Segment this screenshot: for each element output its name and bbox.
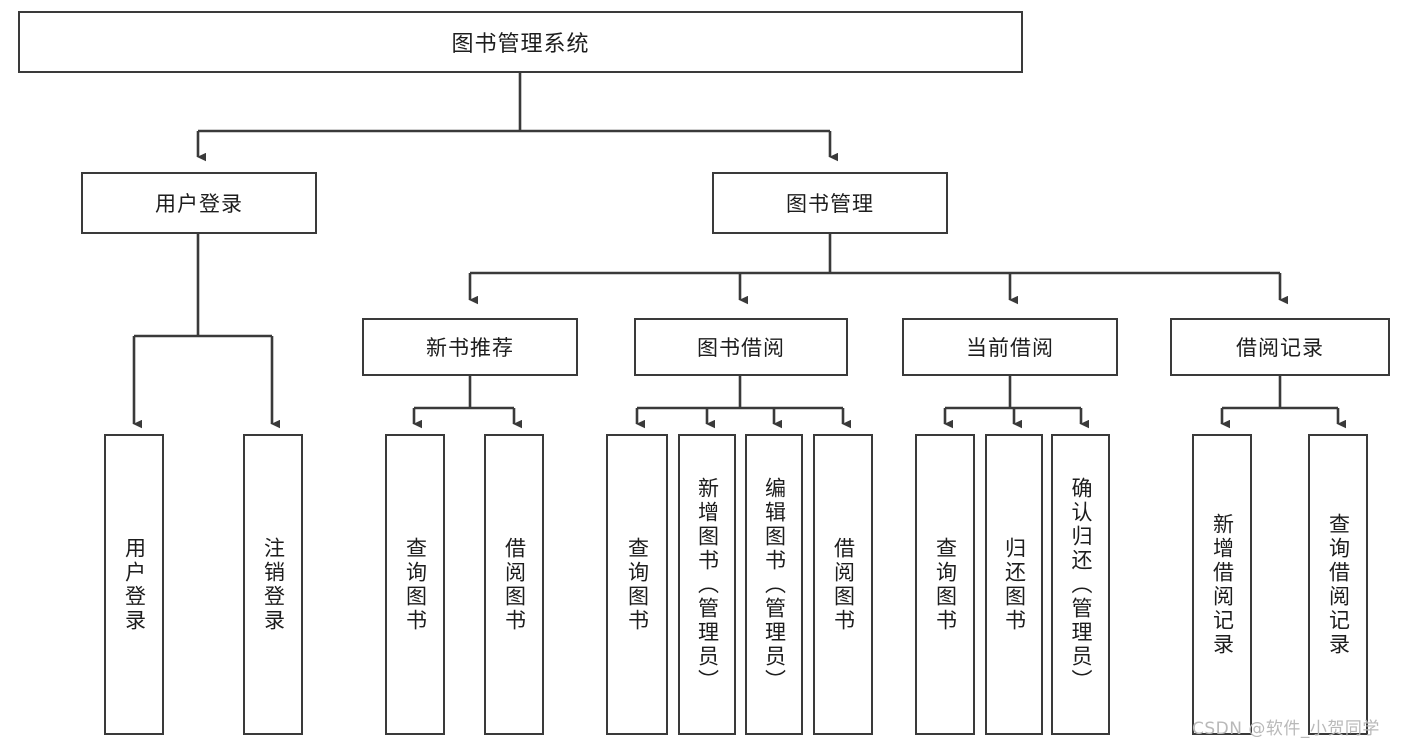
- node-book-borrow[interactable]: 图书借阅: [634, 318, 848, 376]
- node-leaf-add-book-admin[interactable]: 新增图书（管理员）: [678, 434, 736, 735]
- node-user-login[interactable]: 用户登录: [81, 172, 317, 234]
- node-leaf-query-borrow-record[interactable]: 查询借阅记录: [1308, 434, 1368, 735]
- node-current-borrow[interactable]: 当前借阅: [902, 318, 1118, 376]
- node-label: 编辑图书（管理员）: [762, 476, 787, 693]
- node-label: 借阅图书: [502, 536, 527, 633]
- node-leaf-query-book-recommend[interactable]: 查询图书: [385, 434, 445, 735]
- csdn-watermark: CSDN @软件_小贺同学: [1192, 719, 1380, 739]
- node-borrow-record[interactable]: 借阅记录: [1170, 318, 1390, 376]
- node-label: 借阅记录: [1236, 336, 1324, 360]
- node-label: 用户登录: [122, 536, 147, 633]
- node-leaf-add-borrow-record[interactable]: 新增借阅记录: [1192, 434, 1252, 735]
- node-label: 图书借阅: [697, 336, 785, 360]
- node-label: 查询图书: [625, 536, 650, 633]
- node-label: 确认归还（管理员）: [1069, 476, 1093, 693]
- node-leaf-return-book[interactable]: 归还图书: [985, 434, 1043, 735]
- node-leaf-user-login[interactable]: 用户登录: [104, 434, 164, 735]
- node-book-management[interactable]: 图书管理: [712, 172, 948, 234]
- node-label: 图书管理系统: [451, 32, 590, 57]
- node-label: 新增图书（管理员）: [695, 476, 720, 693]
- node-label: 借阅图书: [831, 536, 856, 633]
- node-label: 查询图书: [403, 536, 428, 633]
- node-leaf-query-book-borrow[interactable]: 查询图书: [606, 434, 668, 735]
- node-label: 新书推荐: [426, 336, 514, 360]
- node-label: 归还图书: [1002, 536, 1027, 633]
- node-label: 用户登录: [155, 192, 243, 216]
- node-label: 新增借阅记录: [1210, 512, 1235, 657]
- node-leaf-query-book-current[interactable]: 查询图书: [915, 434, 975, 735]
- node-root-book-management-system[interactable]: 图书管理系统: [18, 11, 1023, 73]
- node-label: 当前借阅: [966, 336, 1054, 360]
- node-leaf-edit-book-admin[interactable]: 编辑图书（管理员）: [745, 434, 803, 735]
- node-leaf-borrow-book-borrow[interactable]: 借阅图书: [813, 434, 873, 735]
- node-leaf-confirm-return-admin[interactable]: 确认归还（管理员）: [1051, 434, 1110, 735]
- node-label: 图书管理: [786, 192, 874, 216]
- node-new-book-recommend[interactable]: 新书推荐: [362, 318, 578, 376]
- node-label: 查询图书: [933, 536, 958, 633]
- node-label: 查询借阅记录: [1326, 512, 1351, 657]
- node-leaf-logout-login[interactable]: 注销登录: [243, 434, 303, 735]
- node-label: 注销登录: [261, 536, 286, 633]
- node-leaf-borrow-book-recommend[interactable]: 借阅图书: [484, 434, 544, 735]
